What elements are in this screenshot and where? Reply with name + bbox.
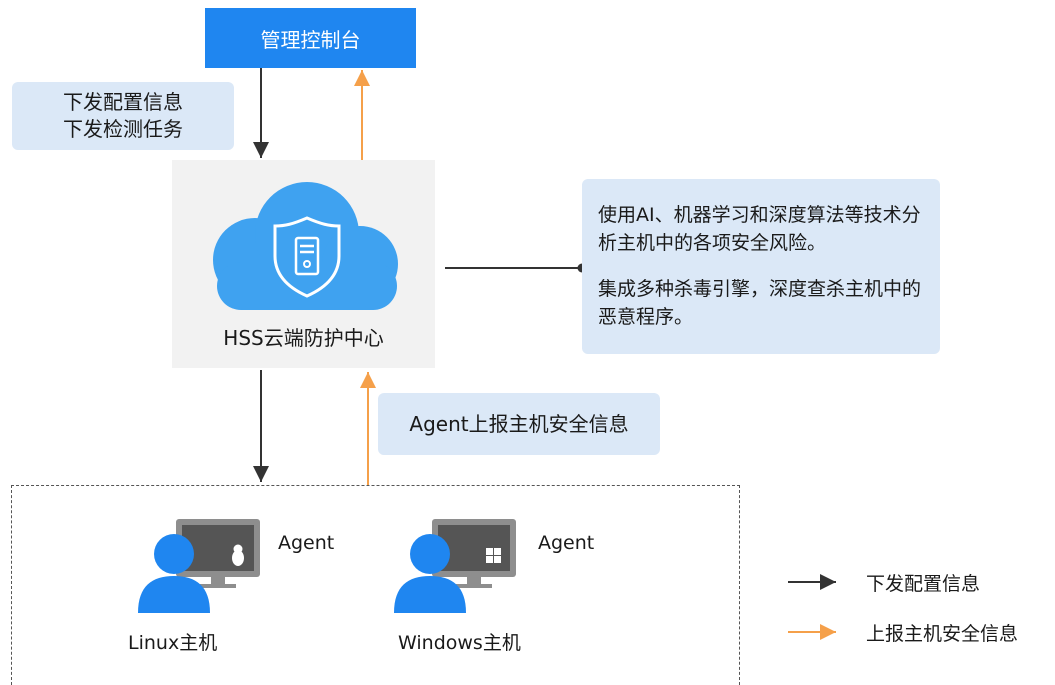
hss-center-label: HSS云端防护中心 bbox=[223, 326, 384, 350]
downlink-note: 下发配置信息 下发检测任务 bbox=[12, 82, 234, 150]
downlink-note-line2: 下发检测任务 bbox=[63, 117, 183, 141]
linux-host-label: Linux主机 bbox=[128, 632, 218, 654]
cloud-shield-icon bbox=[213, 182, 398, 310]
uplink-note-label: Agent上报主机安全信息 bbox=[409, 411, 629, 436]
downlink-note-line1: 下发配置信息 bbox=[63, 90, 183, 114]
description-para1: 使用AI、机器学习和深度算法等技术分析主机中的各项安全风险。 bbox=[598, 204, 921, 254]
windows-host-label: Windows主机 bbox=[398, 632, 521, 654]
windows-host-icon bbox=[394, 519, 516, 613]
windows-logo-icon bbox=[486, 548, 501, 563]
linux-agent-label: Agent bbox=[278, 532, 335, 554]
uplink-note: Agent上报主机安全信息 bbox=[378, 393, 660, 455]
legend-downlink-label: 下发配置信息 bbox=[866, 573, 981, 595]
management-console-box: 管理控制台 bbox=[205, 8, 416, 68]
linux-host-icon bbox=[138, 519, 260, 613]
hosts-dashed-container bbox=[11, 485, 740, 685]
windows-agent-label: Agent bbox=[538, 532, 595, 554]
legend-lines bbox=[788, 574, 836, 640]
management-console-label: 管理控制台 bbox=[260, 27, 361, 52]
linux-penguin-icon bbox=[232, 544, 244, 566]
description-para2: 集成多种杀毒引擎，深度查杀主机中的恶意程序。 bbox=[598, 278, 922, 328]
legend-uplink-label: 上报主机安全信息 bbox=[866, 623, 1019, 645]
description-note: 使用AI、机器学习和深度算法等技术分析主机中的各项安全风险。 集成多种杀毒引擎，… bbox=[582, 179, 940, 354]
